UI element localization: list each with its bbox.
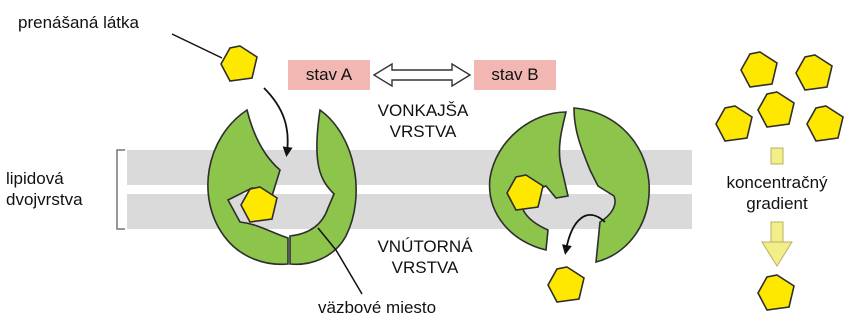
- gradient-label: koncentračný gradient: [712, 172, 842, 214]
- gradient-line1: koncentračný: [726, 173, 828, 192]
- inner-layer-line2: VRSTVA: [391, 258, 459, 277]
- gradient-line2: gradient: [746, 194, 808, 213]
- inner-layer-label: VNÚTORNÁ VRSTVA: [360, 236, 490, 278]
- molecule-incoming: [220, 45, 258, 82]
- inner-layer-line1: VNÚTORNÁ: [377, 237, 473, 256]
- molecule-released: [547, 266, 585, 303]
- molecule-cluster-outside: [715, 51, 844, 142]
- carrier-protein-state-a: [207, 108, 357, 266]
- lipid-line2: dvojvrstva: [6, 190, 83, 209]
- state-b-box: [474, 60, 556, 90]
- lipid-bracket: [116, 149, 125, 230]
- gradient-arrow: [761, 147, 793, 267]
- state-exchange-arrow: [372, 62, 472, 88]
- outer-layer-line2: VRSTVA: [389, 122, 457, 141]
- outer-layer-label: VONKAJŠA VRSTVA: [358, 100, 488, 142]
- substance-label: prenášaná látka: [18, 13, 139, 32]
- leader-line-substance: [171, 33, 223, 59]
- leader-line-binding-site: [317, 227, 363, 295]
- state-b-label: stav B: [491, 65, 539, 84]
- arrow-into-carrier: [263, 87, 293, 157]
- state-a-box: [288, 60, 370, 90]
- lipid-bilayer-label: lipidová dvojvrstva: [6, 168, 83, 210]
- molecule-inside-low: [757, 274, 795, 311]
- arrow-out-of-carrier: [562, 214, 606, 255]
- outer-layer-line1: VONKAJŠA: [377, 101, 469, 120]
- state-a-label: stav A: [305, 65, 353, 84]
- binding-site-label: väzbové miesto: [318, 298, 437, 317]
- lipid-line1: lipidová: [6, 169, 64, 188]
